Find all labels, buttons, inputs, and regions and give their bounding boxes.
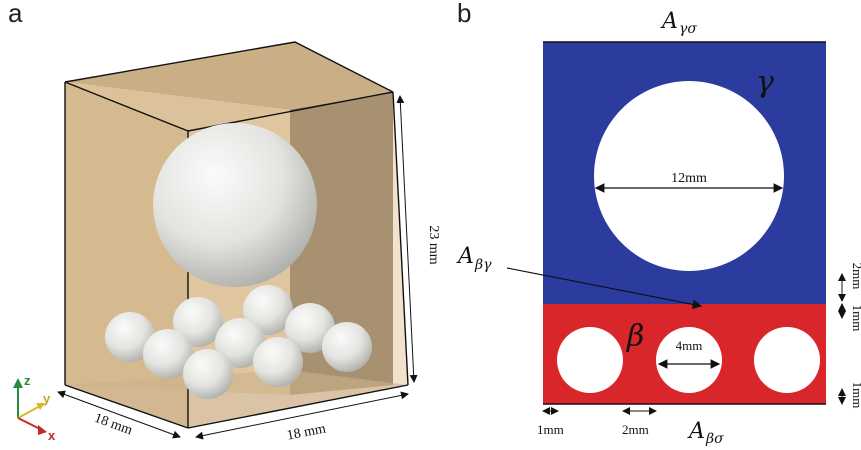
panel-b-label: b xyxy=(457,0,471,28)
x-axis-label: x xyxy=(48,428,56,443)
bottom-gap-2mm-dimension: 2mm xyxy=(622,407,657,437)
interface-beta-gamma-label: A βγ xyxy=(456,244,703,310)
svg-text:12mm: 12mm xyxy=(671,171,707,186)
small-sphere xyxy=(215,318,265,368)
bottom-left-gap-dimension: 1mm xyxy=(537,407,564,437)
svg-text:A: A xyxy=(456,244,474,269)
small-sphere xyxy=(183,349,233,399)
small-sphere xyxy=(105,312,155,362)
small-sphere xyxy=(285,303,335,353)
interface-beta-sigma-label: A βσ xyxy=(687,419,724,447)
spheres xyxy=(105,123,372,399)
svg-text:A: A xyxy=(687,419,705,444)
interface-gamma-sigma-label: A γσ xyxy=(660,9,697,37)
svg-text:γσ: γσ xyxy=(679,21,697,37)
axes-triad: z y x xyxy=(13,373,56,443)
y-axis xyxy=(17,405,41,419)
small-sphere xyxy=(322,322,372,372)
depth-label: 18 mm xyxy=(92,411,134,439)
gamma-symbol: γ xyxy=(756,65,774,100)
z-axis-label: z xyxy=(24,373,31,388)
large-pore xyxy=(594,81,784,271)
cross-section xyxy=(543,41,826,405)
box-top-face xyxy=(65,42,393,110)
small-sphere xyxy=(173,297,223,347)
height-label: 23 mm xyxy=(426,225,441,264)
svg-text:A: A xyxy=(660,9,678,34)
svg-text:1mm: 1mm xyxy=(850,305,861,332)
svg-text:βσ: βσ xyxy=(705,431,724,447)
svg-text:4mm: 4mm xyxy=(676,338,703,353)
large-sphere xyxy=(153,123,317,287)
svg-text:2mm: 2mm xyxy=(622,422,649,437)
small-pore xyxy=(557,327,623,393)
small-pore xyxy=(656,327,722,393)
svg-text:2mm: 2mm xyxy=(850,263,861,290)
small-diameter-dimension: 4mm xyxy=(657,338,721,369)
svg-text:βγ: βγ xyxy=(474,257,492,273)
beta-symbol: β xyxy=(626,319,644,354)
right-bottom-dimension: 1mm xyxy=(838,382,861,409)
large-diameter-dimension: 12mm xyxy=(594,171,784,193)
y-axis-label: y xyxy=(43,391,51,406)
small-pore xyxy=(754,327,820,393)
svg-text:1mm: 1mm xyxy=(537,422,564,437)
right-top-dimensions: 2mm 1mm xyxy=(838,263,861,332)
panel-a-label: a xyxy=(8,0,23,28)
width-label: 18 mm xyxy=(286,421,328,443)
dimension-height: 23 mm xyxy=(396,95,441,383)
svg-text:1mm: 1mm xyxy=(850,382,861,409)
small-sphere xyxy=(253,337,303,387)
small-sphere xyxy=(243,285,293,335)
dimension-width: 18 mm xyxy=(195,391,409,444)
small-sphere xyxy=(143,329,193,379)
